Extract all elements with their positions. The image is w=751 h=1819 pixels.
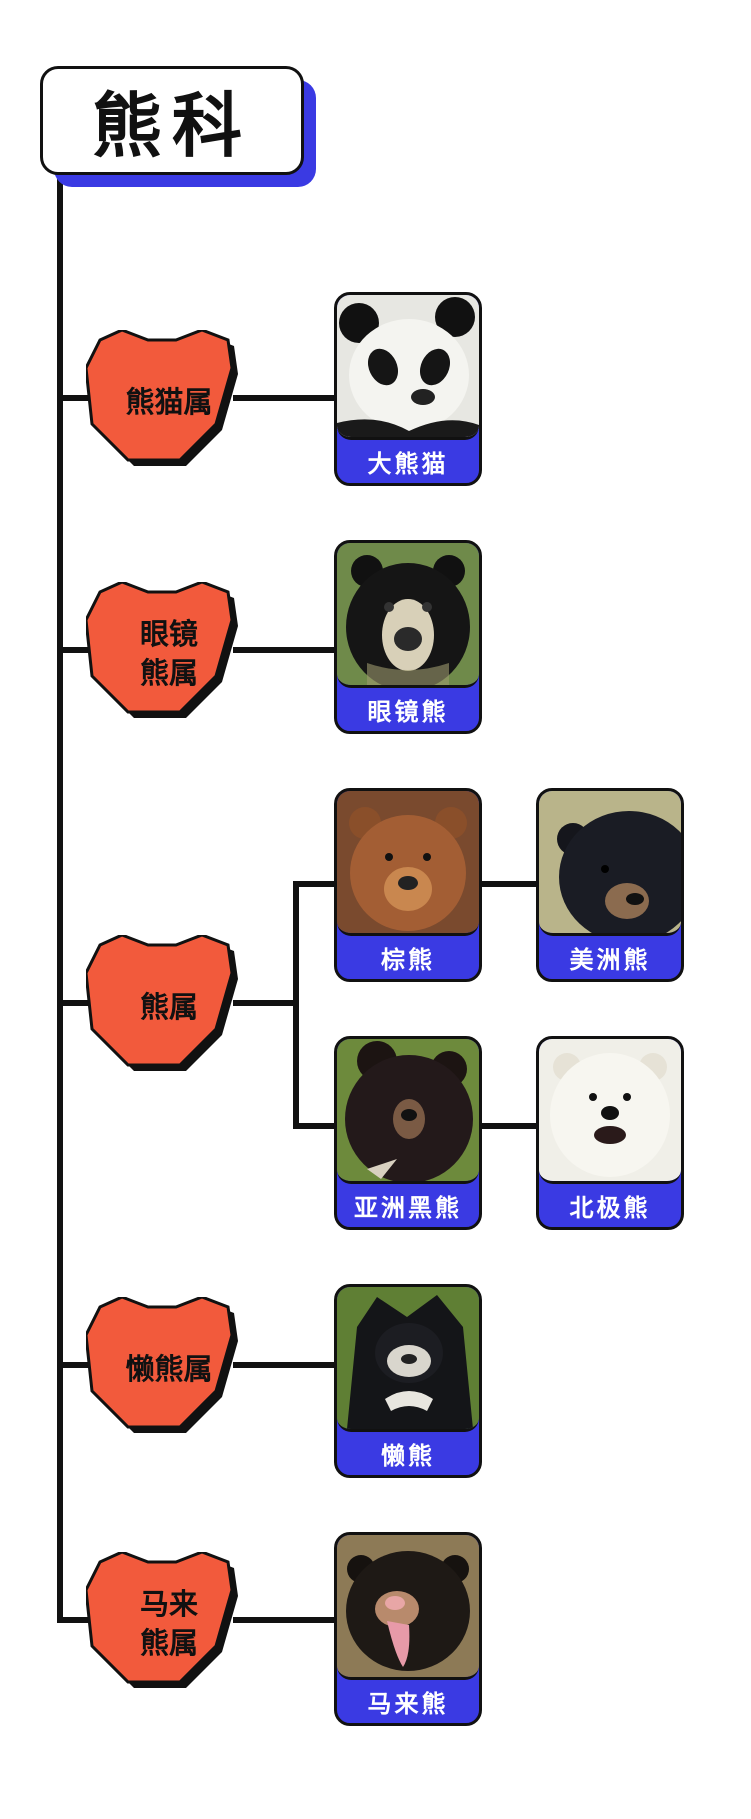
asian-black-bear-photo [337, 1039, 479, 1184]
species-label: 大熊猫 [367, 449, 449, 478]
sun-bear-photo [337, 1535, 479, 1680]
genus-badge-ailuropoda: 熊猫属 [86, 330, 250, 466]
bear-head-shape [86, 935, 238, 1071]
species-card-brown-bear: 棕熊 [334, 788, 482, 982]
panda-photo [337, 295, 479, 440]
species-label: 亚洲黑熊 [354, 1193, 462, 1222]
species-label: 懒熊 [381, 1441, 435, 1470]
brown-bear-photo [337, 791, 479, 936]
species-card-polar-bear: 北极熊 [536, 1036, 684, 1230]
genus-badge-ursus: 熊属 [86, 935, 250, 1071]
bear-head-shape [86, 1297, 238, 1433]
genus-label: 马来 熊属 [139, 1587, 198, 1660]
genus-badge-helarctos: 马来 熊属 [86, 1552, 250, 1688]
species-label: 马来熊 [367, 1689, 449, 1718]
species-card-giant-panda: 大熊猫 [334, 292, 482, 486]
species-label: 棕熊 [381, 945, 435, 974]
species-card-sloth-bear: 懒熊 [334, 1284, 482, 1478]
genus-badge-melursus: 懒熊属 [86, 1297, 250, 1433]
species-card-asian-black-bear: 亚洲黑熊 [334, 1036, 482, 1230]
species-card-american-black-bear: 美洲熊 [536, 788, 684, 982]
bear-head-shape [86, 582, 238, 718]
species-card-spectacled-bear: 眼镜熊 [334, 540, 482, 734]
genus-label: 熊猫属 [125, 384, 213, 419]
sloth-bear-photo [337, 1287, 479, 1432]
title-box: 熊科 [40, 66, 304, 175]
species-label: 北极熊 [569, 1193, 651, 1222]
polar-bear-photo [539, 1039, 681, 1184]
family-title: 熊科 [40, 66, 318, 189]
genus-label: 懒熊属 [125, 1351, 213, 1386]
spectacled-bear-photo [337, 543, 479, 688]
species-card-sun-bear: 马来熊 [334, 1532, 482, 1726]
bear-head-shape [86, 330, 238, 466]
species-label: 美洲熊 [569, 945, 651, 974]
genus-badge-tremarctos: 眼镜 熊属 [86, 582, 250, 718]
genus-label: 熊属 [139, 989, 198, 1024]
title-text: 熊科 [92, 85, 252, 167]
bear-head-shape [86, 1552, 238, 1688]
species-label: 眼镜熊 [367, 697, 449, 726]
american-black-bear-photo [539, 791, 681, 936]
genus-label: 眼镜 熊属 [139, 617, 198, 690]
